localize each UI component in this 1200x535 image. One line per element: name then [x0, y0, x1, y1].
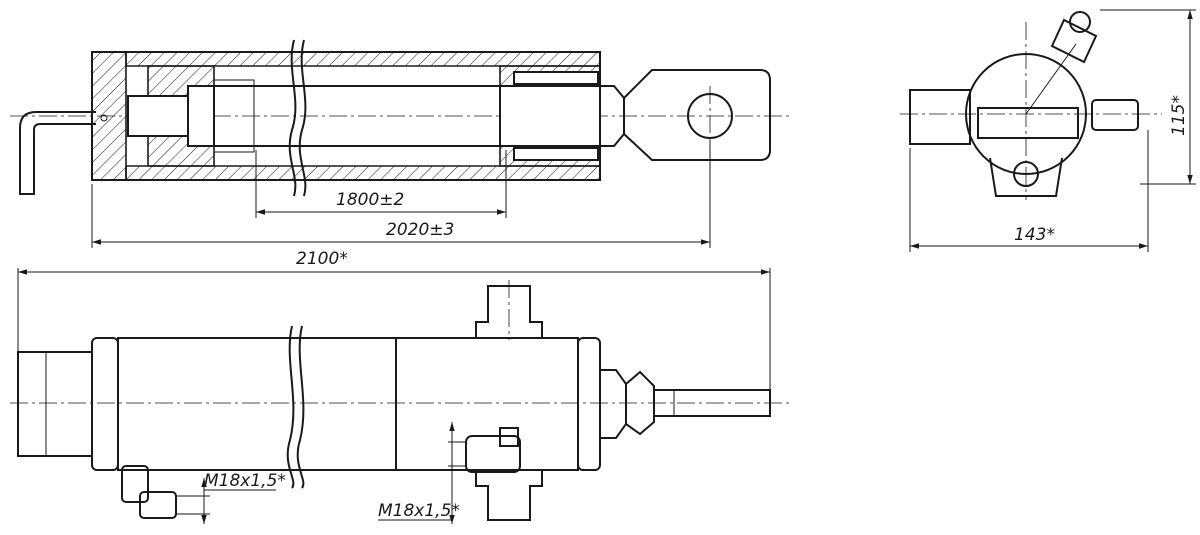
- front-port-thread-label: M18x1,5*: [378, 501, 460, 521]
- front-port-elbow-fitting: [465, 435, 521, 473]
- height-label: 115*: [1169, 95, 1189, 136]
- rear-port-thread-label: M18x1,5*: [204, 471, 286, 491]
- rear-cap-section: [91, 51, 127, 181]
- gland-seal-top: [513, 71, 599, 85]
- gland-bore: [499, 85, 601, 147]
- exterior-break-right: [296, 325, 305, 489]
- rear-hook-bracket: [19, 111, 96, 195]
- end-view-left-block: [909, 89, 971, 145]
- bottom-port-boss: [475, 469, 543, 521]
- sectioned-cylinder-view: 1800±2 2020±3: [10, 39, 790, 248]
- barrel-wall-bottom: [125, 165, 601, 181]
- front-flange: [577, 337, 601, 471]
- end-view-rod-flat: [977, 107, 1079, 139]
- break-line-right: [298, 39, 307, 197]
- end-view-barrel-circle: [965, 53, 1087, 175]
- overall-length-label: 2100*: [296, 249, 348, 269]
- barrel-exterior-left: [117, 337, 397, 471]
- break-line-left: [288, 39, 297, 197]
- rear-port-elbow-outlet: [139, 491, 177, 519]
- piston-nut: [127, 95, 189, 137]
- barrel-wall-top: [125, 51, 601, 67]
- end-view-port-axis: [1025, 43, 1077, 115]
- piston-hub: [187, 85, 215, 147]
- end-view-port-cap: [1069, 11, 1091, 33]
- end-view-port-elbow: [1050, 18, 1098, 64]
- end-view-mount-lug: [989, 157, 1063, 197]
- rear-flange: [91, 337, 119, 471]
- end-view: 143* 115*: [900, 9, 1196, 252]
- rod-neck: [600, 85, 625, 147]
- rear-pin-mark: [100, 114, 108, 122]
- gland-nose: [599, 369, 627, 439]
- closed-length-label: 2020±3: [386, 220, 454, 240]
- width-label: 143*: [1014, 225, 1055, 245]
- top-port-boss: [475, 285, 543, 339]
- barrel-outline: [91, 51, 601, 181]
- piston-collar: [213, 79, 255, 153]
- gland-seal-bottom: [513, 147, 599, 161]
- rear-port-elbow: [121, 465, 149, 503]
- exterior-rod: [653, 389, 771, 417]
- rod-eye-clevis: [623, 69, 771, 161]
- stroke-length-label: 1800±2: [336, 190, 404, 210]
- barrel-exterior-right: [395, 337, 579, 471]
- end-view-right-fitting: [1091, 99, 1139, 131]
- rear-mount-block: [17, 351, 93, 457]
- exterior-view: 2100* M18x1,5*: [10, 249, 790, 524]
- end-view-lug-hole: [1013, 161, 1039, 187]
- exterior-break-left: [286, 325, 295, 489]
- front-port-elbow-cap: [499, 427, 519, 447]
